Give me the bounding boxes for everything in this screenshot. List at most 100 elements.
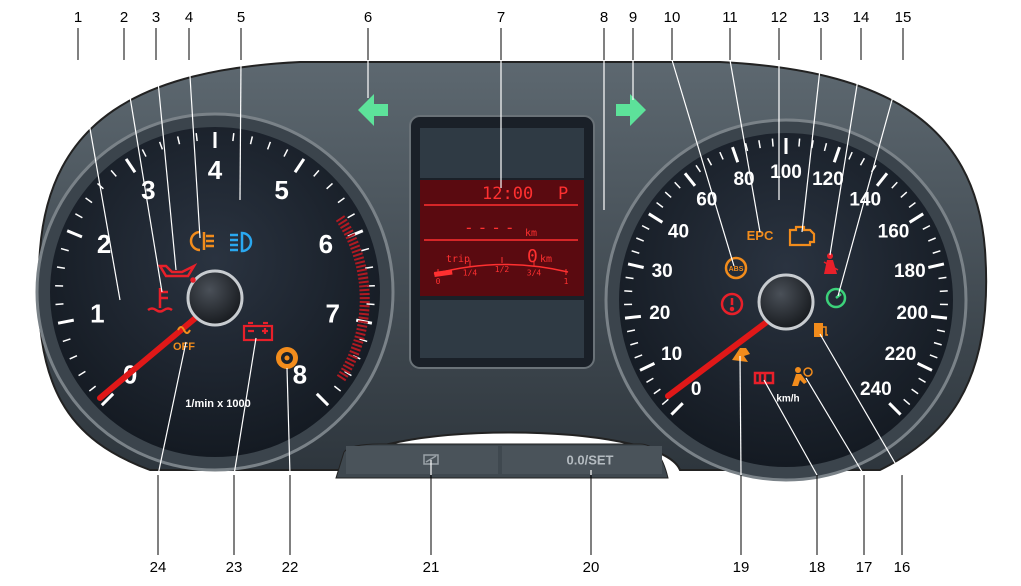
dial-label: 8 xyxy=(293,360,307,390)
seatbelt-warning-icon xyxy=(823,253,839,274)
callout-number: 6 xyxy=(364,9,372,26)
major-tick xyxy=(928,262,945,269)
minor-tick xyxy=(674,181,681,189)
callout-number: 10 xyxy=(664,9,681,26)
minor-tick xyxy=(141,149,147,157)
minor-tick xyxy=(922,224,931,230)
minor-tick xyxy=(158,141,164,150)
callout-number: 22 xyxy=(282,559,299,576)
minor-tick xyxy=(283,149,289,157)
callout-number: 18 xyxy=(809,559,826,576)
minor-tick xyxy=(661,398,669,406)
leader-line xyxy=(739,355,742,476)
dial-label: 20 xyxy=(649,303,670,324)
minor-tick xyxy=(695,164,702,173)
callout-number: 8 xyxy=(600,9,608,26)
leader-line xyxy=(157,341,187,476)
rear-fog-light-icon xyxy=(189,230,214,252)
callout-number: 7 xyxy=(497,9,505,26)
minor-tick xyxy=(932,250,941,254)
dial-label: 3 xyxy=(141,175,155,205)
major-tick xyxy=(124,158,137,174)
dial-label: 0 xyxy=(691,379,702,400)
tachometer-unit: 1/min x 1000 xyxy=(185,398,250,410)
minor-tick xyxy=(359,338,368,343)
leader-line xyxy=(671,59,735,267)
callout-number: 2 xyxy=(120,9,128,26)
leader-line xyxy=(123,59,163,293)
trip-reset-label: 0.0/SET xyxy=(567,452,614,467)
minor-tick xyxy=(313,169,320,177)
speedometer-needle xyxy=(665,315,775,399)
minor-tick xyxy=(249,136,254,145)
esp-off-icon: OFF xyxy=(173,326,195,353)
fuel-scale-label: 3/4 xyxy=(527,269,542,278)
turn-signal-left-icon xyxy=(358,94,388,126)
minor-tick xyxy=(626,329,636,333)
range-unit: km xyxy=(525,228,537,239)
minor-tick xyxy=(55,303,64,306)
parking-brake-icon xyxy=(720,292,744,316)
fuel-level-bar xyxy=(434,269,453,277)
center-display-bottom-panel xyxy=(420,300,584,358)
power-steering-icon xyxy=(276,347,298,369)
range-value: ---- xyxy=(464,218,519,237)
minor-tick xyxy=(771,138,774,147)
major-tick xyxy=(832,146,841,163)
minor-tick xyxy=(823,142,828,152)
leader-line xyxy=(819,333,903,476)
minor-tick xyxy=(176,136,181,145)
dial-label: 40 xyxy=(668,221,689,242)
major-tick xyxy=(908,212,924,224)
dial-label: 30 xyxy=(652,261,673,282)
minor-tick xyxy=(56,266,65,269)
minor-tick xyxy=(630,341,639,346)
minor-tick xyxy=(719,151,724,160)
minor-tick xyxy=(85,197,93,204)
fuel-scale-label: 0 xyxy=(436,277,441,286)
minor-tick xyxy=(903,398,911,406)
leader-line xyxy=(829,59,862,256)
display-toggle-button[interactable] xyxy=(346,446,498,474)
turn-signal-right-icon xyxy=(616,94,646,126)
callout-number: 16 xyxy=(894,559,911,576)
minor-tick xyxy=(900,191,908,198)
speedometer-unit: km/h xyxy=(776,394,799,405)
center-display-lcd xyxy=(420,180,584,296)
airbag-warning-icon xyxy=(792,367,813,386)
callout-number: 12 xyxy=(771,9,788,26)
minor-tick xyxy=(365,266,374,269)
tachometer-hub xyxy=(186,269,244,327)
minor-tick xyxy=(936,329,946,333)
dial-label: 140 xyxy=(849,190,881,211)
minor-tick xyxy=(361,247,370,252)
minor-tick xyxy=(656,201,664,208)
major-tick xyxy=(930,314,948,320)
minor-tick xyxy=(908,201,916,208)
tachometer-needle xyxy=(97,307,208,401)
major-tick xyxy=(888,402,902,416)
dial-label: 5 xyxy=(274,175,288,205)
dial-label: 1 xyxy=(90,298,104,328)
minor-tick xyxy=(911,388,919,395)
callout-number: 13 xyxy=(813,9,830,26)
oil-pressure-icon xyxy=(157,262,198,283)
minor-tick xyxy=(706,157,713,166)
minor-tick xyxy=(62,338,71,343)
minor-tick xyxy=(653,388,661,395)
minor-tick xyxy=(366,303,375,306)
minor-tick xyxy=(891,181,898,189)
coolant-temperature-icon xyxy=(147,288,173,313)
minor-tick xyxy=(744,142,749,152)
abs-warning-icon: ABS xyxy=(724,256,748,280)
clock: 12:00 xyxy=(482,184,533,204)
trip-unit: km xyxy=(540,254,552,265)
callout-number: 23 xyxy=(226,559,243,576)
dial-label: 240 xyxy=(860,379,892,400)
minor-tick xyxy=(758,140,761,149)
callout-number: 11 xyxy=(722,9,738,26)
trip-reset-button[interactable] xyxy=(502,446,662,474)
